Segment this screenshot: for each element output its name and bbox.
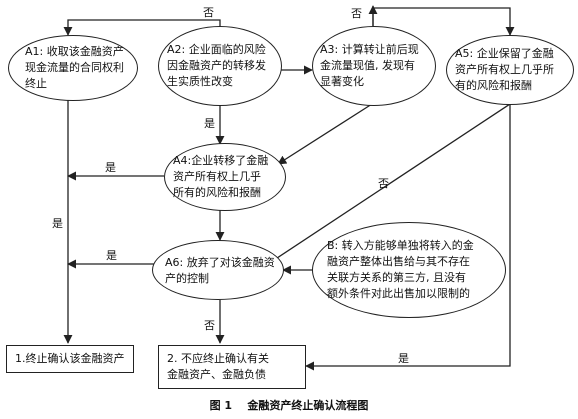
edge-label-a1-yes: 是 [52, 217, 63, 230]
edge-a2-to-a1 [63, 19, 221, 36]
edge-label-a5-no: 否 [378, 177, 389, 190]
node-a4: A4:企业转移了金融 资产所有权上几乎 所有的风险和报酬 [164, 143, 286, 211]
edge-label-a3-no: 否 [351, 7, 362, 20]
edge-a5-to-a6 [267, 103, 511, 265]
node-a6: A6: 放弃了对该金融资 产的控制 [152, 240, 284, 300]
edge-label-a4-yes: 是 [105, 161, 116, 174]
figure-caption: 图 1 金融资产终止确认流程图 [209, 399, 369, 412]
edge-label-a2-no: 否 [203, 6, 214, 19]
edge-label-a6-yes: 是 [106, 249, 117, 262]
edge-label-a6-no: 否 [204, 319, 215, 332]
node-out2: 2. 不应终止确认有关 金融资产、金融负债 [158, 345, 306, 389]
node-a1: A1: 收取该金融资产 现金流量的合同权利 终止 [8, 35, 138, 101]
node-b: B: 转入方能够单独将转入的金 融资产整体出售给与其不存在 关联方关系的第三方,… [312, 222, 506, 318]
node-a3-text: A3: 计算转让前后现 金流量现值, 发现有 显著变化 [320, 43, 419, 88]
node-a2-text: A2: 企业面临的风险 因金融资产的转移发 生实质性改变 [167, 43, 266, 88]
edge-a3-to-a5 [373, 7, 515, 36]
node-a5-text: A5: 企业保留了金融 资产所有权上几乎所 有的风险和报酬 [455, 47, 554, 92]
node-out1-text: 1.终止确认该金融资产 [15, 352, 125, 365]
node-a2: A2: 企业面临的风险 因金融资产的转移发 生实质性改变 [158, 26, 282, 106]
edge-label-a2-yes: 是 [204, 117, 215, 130]
node-a4-text: A4:企业转移了金融 资产所有权上几乎 所有的风险和报酬 [173, 154, 269, 199]
node-a3: A3: 计算转让前后现 金流量现值, 发现有 显著变化 [312, 26, 436, 106]
node-b-text: B: 转入方能够单独将转入的金 融资产整体出售给与其不存在 关联方关系的第三方,… [327, 239, 474, 300]
edge-a3-to-a4 [277, 103, 373, 165]
node-out1: 1.终止确认该金融资产 [6, 345, 134, 373]
node-out2-text: 2. 不应终止确认有关 金融资产、金融负债 [167, 352, 269, 381]
node-a5: A5: 企业保留了金融 资产所有权上几乎所 有的风险和报酬 [446, 35, 574, 105]
edge-a5-to-out2 [305, 104, 511, 371]
edge-label-b-yes: 是 [398, 352, 409, 365]
node-a1-text: A1: 收取该金融资产 现金流量的合同权利 终止 [25, 45, 124, 90]
node-a6-text: A6: 放弃了对该金融资 产的控制 [165, 256, 275, 285]
